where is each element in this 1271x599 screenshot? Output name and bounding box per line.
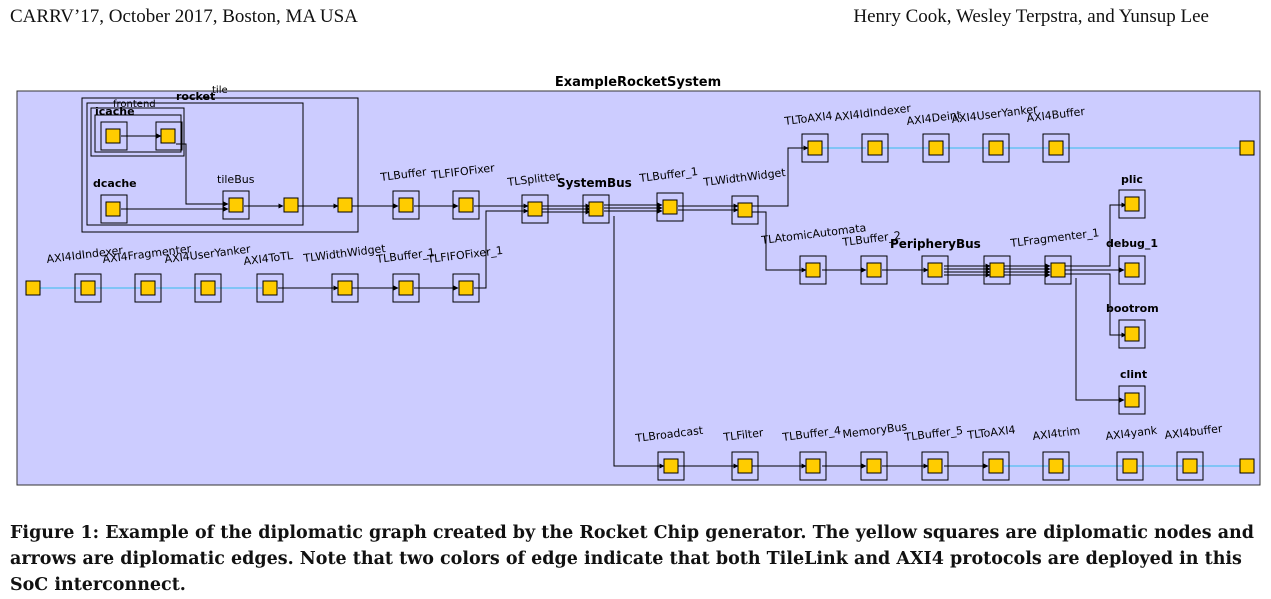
label-clint: clint: [1120, 368, 1147, 381]
node-AXI4Deint: [922, 133, 950, 163]
edges: [39, 133, 1240, 469]
node-AXI4IdIndexer: [861, 133, 889, 163]
node-TLBuffer_4: [799, 451, 827, 481]
node-axi-out-bottom: [1239, 458, 1255, 474]
tileBus-label: tileBus: [217, 173, 255, 186]
node-TLBroadcast: [657, 451, 685, 481]
label-PeripheryBus: PeripheryBus: [890, 237, 981, 251]
tile-label: tile: [212, 85, 228, 96]
node-icache-a: [100, 121, 128, 151]
node-AXI4Fragmenter: [134, 273, 162, 303]
diagram-title: ExampleRocketSystem: [555, 75, 721, 90]
node-AXI4Buffer: [1042, 133, 1070, 163]
diplomatic-graph-figure: ExampleRocketSystem tile rocket frontend…: [16, 75, 1261, 486]
label-TLBuffer: TLBuffer: [379, 165, 428, 184]
node-tile-out: [283, 197, 299, 213]
node-TLBuffer_1_in: [392, 273, 420, 303]
node-debug_1: [1118, 255, 1146, 285]
node-TLFIFOFixer: [452, 190, 480, 220]
label-bootrom: bootrom: [1106, 302, 1159, 315]
node-TLBuffer_2: [860, 255, 888, 285]
node-AXI4UserYanker_in: [194, 273, 222, 303]
node-AXI4UserYanker: [982, 133, 1010, 163]
label-SystemBus: SystemBus: [557, 176, 632, 190]
node-axi-in-source: [25, 280, 41, 296]
label-AXI4yank: AXI4yank: [1105, 424, 1159, 443]
node-axi-out-top: [1239, 140, 1255, 156]
rocket-box: [86, 102, 304, 226]
nodes: [25, 121, 1255, 481]
node-periph-mid: [983, 255, 1011, 285]
node-AXI4ToTL: [256, 273, 284, 303]
node-AXI4buffer: [1176, 451, 1204, 481]
caption-line-3: SoC interconnect.: [10, 575, 186, 595]
label-AXI4ToTL: AXI4ToTL: [243, 249, 295, 268]
label-TLToAXI4: TLToAXI4: [783, 109, 833, 128]
node-icache-b: [155, 121, 183, 151]
node-TLBuffer_1: [656, 192, 684, 222]
label-debug_1: debug_1: [1106, 237, 1158, 250]
node-rocket-out: [337, 197, 353, 213]
running-header-venue: CARRV’17, October 2017, Boston, MA USA: [10, 6, 358, 27]
node-PeripheryBus: [921, 255, 949, 285]
icache-label: icache: [95, 105, 135, 118]
node-TLAtomicAutomata: [799, 255, 827, 285]
node-TLBuffer_5: [921, 451, 949, 481]
node-MemoryBus: [860, 451, 888, 481]
label-AXI4trim: AXI4trim: [1032, 424, 1081, 443]
node-TLWidthWidget_in: [331, 273, 359, 303]
icache-box: [94, 114, 182, 153]
node-TLToAXI4_mem: [982, 451, 1010, 481]
node-AXI4trim: [1042, 451, 1070, 481]
running-header-authors: Henry Cook, Wesley Terpstra, and Yunsup …: [853, 6, 1209, 27]
node-tileBus: [222, 190, 250, 220]
node-TLSplitter: [521, 194, 549, 224]
node-SystemBus: [582, 194, 610, 224]
node-AXI4yank: [1116, 451, 1144, 481]
node-TLFIFOFixer_1: [452, 273, 480, 303]
rocket-label: rocket: [176, 90, 215, 103]
caption-line-2: arrows are diplomatic edges. Note that t…: [10, 549, 1242, 569]
caption-line-1: Figure 1: Example of the diplomatic grap…: [10, 523, 1255, 543]
dcache-label: dcache: [93, 177, 137, 190]
node-AXI4IdIndexer_in: [74, 273, 102, 303]
node-TLFragmenter_1: [1044, 255, 1072, 285]
node-dcache: [100, 194, 128, 224]
label-plic: plic: [1121, 173, 1143, 186]
tile-box: [81, 97, 359, 233]
node-TLWidthWidget: [731, 195, 759, 225]
node-bootrom: [1118, 319, 1146, 349]
frontend-box: [90, 107, 185, 157]
node-clint: [1118, 385, 1146, 415]
label-TLToAXI4_mem: TLToAXI4: [966, 423, 1016, 442]
node-plic: [1118, 189, 1146, 219]
frontend-label: frontend: [113, 99, 156, 110]
figure-caption: Figure 1: Example of the diplomatic grap…: [10, 520, 1255, 598]
node-TLFilter: [731, 451, 759, 481]
label-TLFilter: TLFilter: [722, 426, 765, 444]
node-TLBuffer: [392, 190, 420, 220]
node-TLToAXI4: [801, 133, 829, 163]
